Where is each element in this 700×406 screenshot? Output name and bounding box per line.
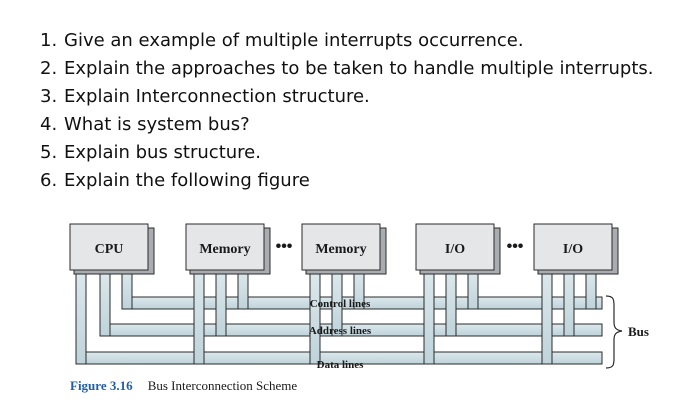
question-item-6: 6. Explain the following figure [40,167,653,195]
address-lines-label: Address lines [309,325,372,337]
module-boxes: CPU Memory Memory I/O I/O [69,223,619,275]
question-text: Explain Interconnection structure. [64,86,370,107]
question-number: 1. [40,30,58,51]
question-number: 3. [40,86,58,107]
figure-number: Figure 3.16 [70,378,133,393]
ellipsis-io: ••• [507,238,524,255]
figure-caption: Figure 3.16 Bus Interconnection Scheme [70,375,297,394]
io2-address-connector [563,272,575,337]
question-text: What is system bus? [64,114,250,135]
question-text: Give an example of multiple interrupts o… [64,30,524,51]
question-list: 1. Give an example of multiple interrupts… [40,27,653,195]
io-box-2: I/O [533,223,619,275]
memory-box-1: Memory [185,223,271,275]
question-item-5: 5. Explain bus structure. [40,139,653,167]
question-number: 5. [40,142,58,163]
data-lines-label: Data lines [317,359,364,371]
io1-control-connector [467,272,479,310]
question-text: Explain the following figure [64,170,310,191]
memory-label-2: Memory [315,242,366,257]
bus-brace [605,295,623,369]
memory1-data-connector [193,272,205,365]
cpu-address-connector [99,272,111,337]
io2-data-connector [541,272,553,365]
io1-data-connector [423,272,435,365]
memory-label-1: Memory [199,242,250,257]
figure-caption-text: Bus Interconnection Scheme [148,378,298,393]
question-number: 4. [40,114,58,135]
memory-box-2: Memory [301,223,387,275]
io1-address-connector [445,272,457,337]
cpu-data-connector [75,272,87,365]
cpu-label: CPU [95,242,124,257]
question-item-3: 3. Explain Interconnection structure. [40,83,653,111]
io-label-2: I/O [563,242,583,257]
question-number: 6. [40,170,58,191]
question-text: Explain the approaches to be taken to ha… [64,58,654,79]
module-bus-connectors [75,272,597,365]
memory1-address-connector [215,272,227,337]
memory1-control-connector [237,272,249,310]
bus-lane-labels: Control lines Address lines Data lines [309,298,372,371]
io-label-1: I/O [445,242,465,257]
bus-label: Bus [628,324,649,339]
question-item-1: 1. Give an example of multiple interrupts… [40,27,653,55]
question-text: Explain bus structure. [64,142,261,163]
question-item-4: 4. What is system bus? [40,111,653,139]
control-lines-label: Control lines [310,298,371,310]
cpu-box: CPU [69,223,155,275]
io-box-1: I/O [415,223,501,275]
question-number: 2. [40,58,58,79]
question-item-2: 2. Explain the approaches to be taken to … [40,55,653,83]
ellipsis-memory: ••• [276,238,293,255]
cpu-control-connector [121,272,133,310]
memory2-data-connector [309,272,321,365]
io2-control-connector [585,272,597,310]
